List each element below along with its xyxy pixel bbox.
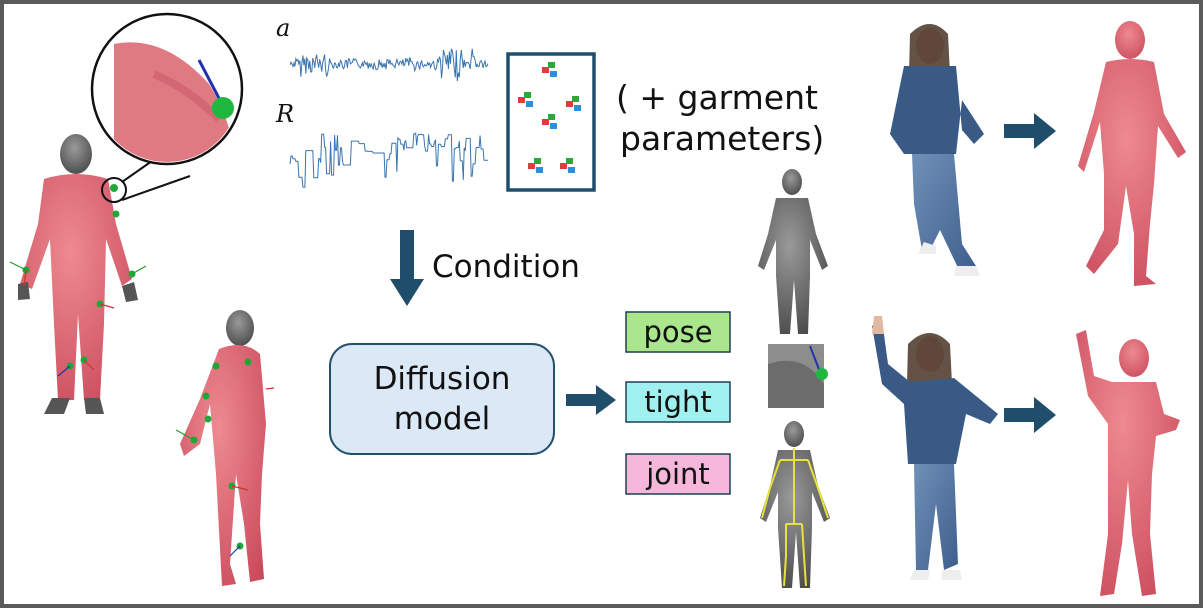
svg-text:tight: tight [644,385,712,419]
arrow-bottom-right [1004,397,1056,433]
svg-text:joint: joint [645,457,710,491]
right-hand [122,282,138,302]
figure-frame: a R ( + garment parameters) Condition Di… [4,4,1199,604]
sensor-triad-0 [542,67,549,73]
zoom-callout [90,12,244,166]
sensor-triad-0 [550,71,557,77]
zoom-sensor-icon [212,97,234,119]
sensor-triad-3 [548,114,555,120]
sensor-triad-4 [536,167,543,173]
tight-detail [768,344,828,408]
diffusion-model-box [329,343,555,455]
sensor-triad-2 [574,105,581,111]
svg-text:pose: pose [643,315,712,349]
sensor-triad-1 [518,97,525,103]
red-body-waving [1076,330,1180,596]
output-tight: tight [625,381,731,423]
left-body-suit [20,174,132,400]
sensor-arm [112,210,120,218]
joint-skeleton-body [760,421,830,588]
sensor-triad-2 [572,96,579,102]
sensor-triad-0 [548,62,555,68]
sensor-triad-4 [534,158,541,164]
red-body-walking [1078,21,1186,286]
sensor-triad-2 [566,101,573,107]
sensor-triad-4 [528,163,535,169]
figure-canvas: a R ( + garment parameters) Condition Di… [9,12,1186,596]
sensor-shoulder [110,184,118,192]
head-grey [60,134,92,174]
diffusion-label-line2: model [394,401,491,437]
sensor-box [506,52,596,192]
sensor-triad-5 [568,167,575,173]
right-foot [84,398,104,414]
accel-symbol: a [276,14,290,42]
sensor-triad-3 [550,123,557,129]
condition-arrow [390,230,424,306]
condition-label: Condition [432,249,580,285]
garment-params-line1: ( + garment [616,78,818,117]
grey-pose-body [758,169,828,334]
sensor-triad-3 [542,119,549,125]
zoom-source-circle [101,177,127,203]
output-pose: pose [625,311,731,353]
sensor-triad-5 [560,163,567,169]
output-arrow [566,385,616,415]
person-photo-waving [872,316,998,580]
output-joint: joint [625,453,731,495]
diffusion-label-line1: Diffusion [374,361,511,397]
left-body-with-sensors [9,134,191,414]
left-foot [44,398,70,414]
accel-signal-line [289,48,489,82]
rotation-symbol: R [275,100,294,128]
sensor-triad-5 [566,158,573,164]
side-body-with-sensors [175,310,275,586]
arrow-top-right [1004,113,1056,149]
sensor-triad-1 [526,101,533,107]
person-photo-walking [890,24,984,276]
garment-params-line2: parameters) [620,119,824,158]
rotation-signal-line [289,132,488,188]
sensor-triad-1 [524,92,531,98]
left-hand [18,282,30,300]
